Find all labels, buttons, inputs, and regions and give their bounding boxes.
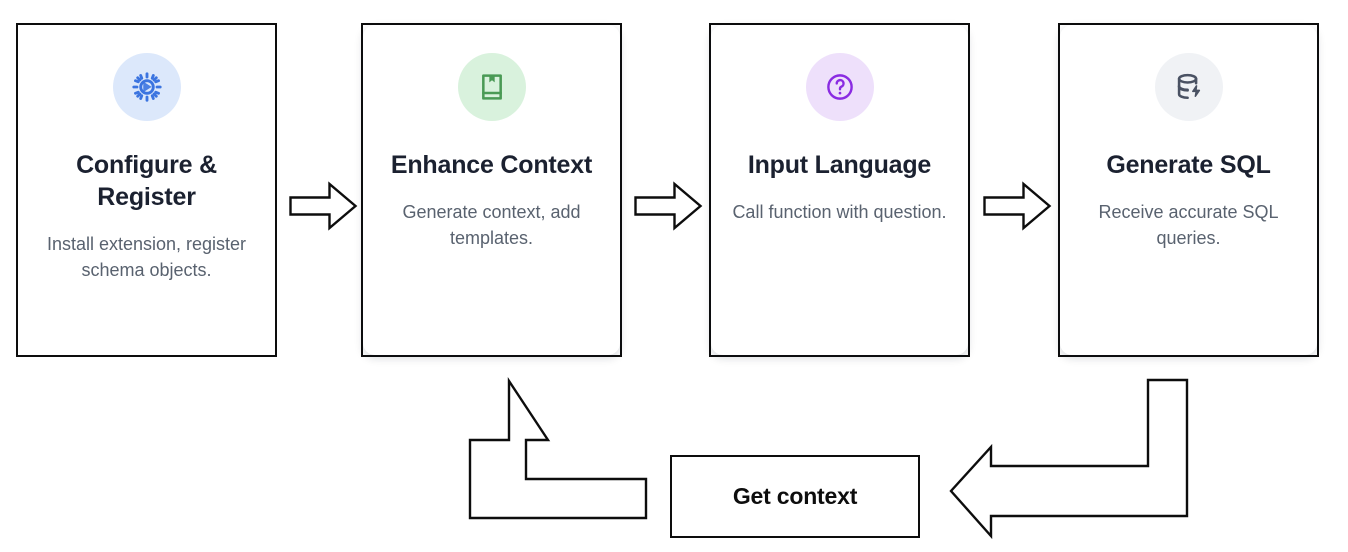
step-card-title: Enhance Context <box>390 151 593 179</box>
arrow-feedback-left-icon <box>945 376 1195 540</box>
get-context-box[interactable]: Get context <box>670 455 920 538</box>
step-card-description: Call function with question. <box>732 202 947 222</box>
arrow-step2-step3-icon <box>634 181 703 231</box>
step-card-enhance-context[interactable]: Enhance Context Generate context, add te… <box>361 23 622 357</box>
database-bolt-icon <box>1154 53 1223 121</box>
step-card-description: Receive accurate SQL queries. <box>1098 202 1279 249</box>
step-card-input-language[interactable]: Input Language Call function with questi… <box>709 23 970 357</box>
arrow-step3-step4-icon <box>983 181 1052 231</box>
step-card-generate-sql[interactable]: Generate SQL Receive accurate SQL querie… <box>1058 23 1319 357</box>
step-card-title: Configure & Register <box>76 151 217 211</box>
step-card-description: Generate context, add templates. <box>402 202 581 249</box>
step-card-title: Generate SQL <box>1106 151 1271 179</box>
step-card-body: Generate SQL Receive accurate SQL querie… <box>1060 25 1317 355</box>
arrow-step1-step2-icon <box>289 181 358 231</box>
get-context-label: Get context <box>732 483 858 509</box>
step-card-body: Configure & Register Install extension, … <box>18 25 275 355</box>
step-card-configure-register[interactable]: Configure & Register Install extension, … <box>16 23 277 357</box>
book-bookmark-icon <box>457 53 526 121</box>
arrow-feedback-up-icon <box>448 376 658 536</box>
question-mark-circle-icon <box>805 53 874 121</box>
step-card-title: Input Language <box>747 151 932 179</box>
step-card-description: Install extension, register schema objec… <box>46 234 247 281</box>
step-card-body: Input Language Call function with questi… <box>711 25 968 355</box>
gear-settings-icon <box>112 53 181 121</box>
step-card-body: Enhance Context Generate context, add te… <box>363 25 620 355</box>
